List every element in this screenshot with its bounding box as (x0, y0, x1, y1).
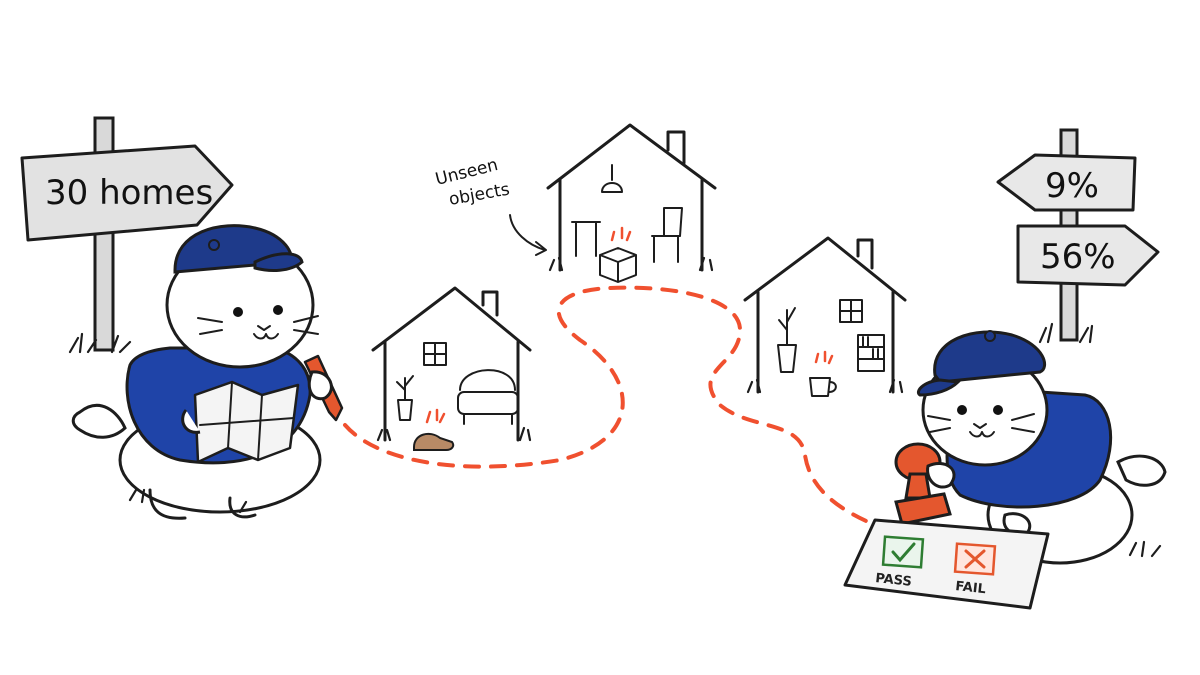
bookshelf-icon (857, 334, 885, 372)
seal-character-left (71, 224, 344, 520)
house-right (743, 236, 907, 397)
right-signpost: 9% 56% (996, 128, 1160, 344)
unseen-objects-note: Unseen objects (433, 155, 547, 256)
plant-icon (396, 375, 414, 421)
plant-icon (777, 307, 797, 373)
map-icon (193, 380, 300, 464)
house-center (546, 123, 717, 283)
house-left (371, 286, 532, 451)
mug-icon (809, 350, 837, 397)
right-bottom-sign-label: 56% (1040, 237, 1116, 277)
right-top-sign-label: 9% (1045, 166, 1099, 206)
left-signpost: 30 homes (20, 116, 234, 354)
fail-label: FAIL (955, 579, 987, 597)
note-arrow (509, 214, 546, 251)
lamp-icon (601, 164, 623, 193)
chair-icon (651, 207, 683, 263)
seal-character-right (894, 330, 1167, 565)
box-icon (599, 226, 637, 283)
tail-icon (71, 403, 127, 439)
pass-label: PASS (875, 571, 913, 590)
shoe-icon (413, 408, 455, 451)
arrow-head-icon (535, 241, 547, 256)
checkmark-icon (891, 542, 916, 563)
cap-icon (933, 330, 1047, 384)
tail-icon (1116, 454, 1167, 487)
dashed-route (343, 285, 877, 527)
pass-checkbox (881, 535, 925, 569)
cross-icon (964, 549, 986, 569)
table-icon (571, 221, 601, 257)
left-sign-label: 30 homes (45, 173, 213, 213)
sofa-icon (457, 369, 519, 425)
fail-checkbox (953, 542, 997, 576)
pass-fail-card: PASS FAIL (843, 518, 1050, 610)
